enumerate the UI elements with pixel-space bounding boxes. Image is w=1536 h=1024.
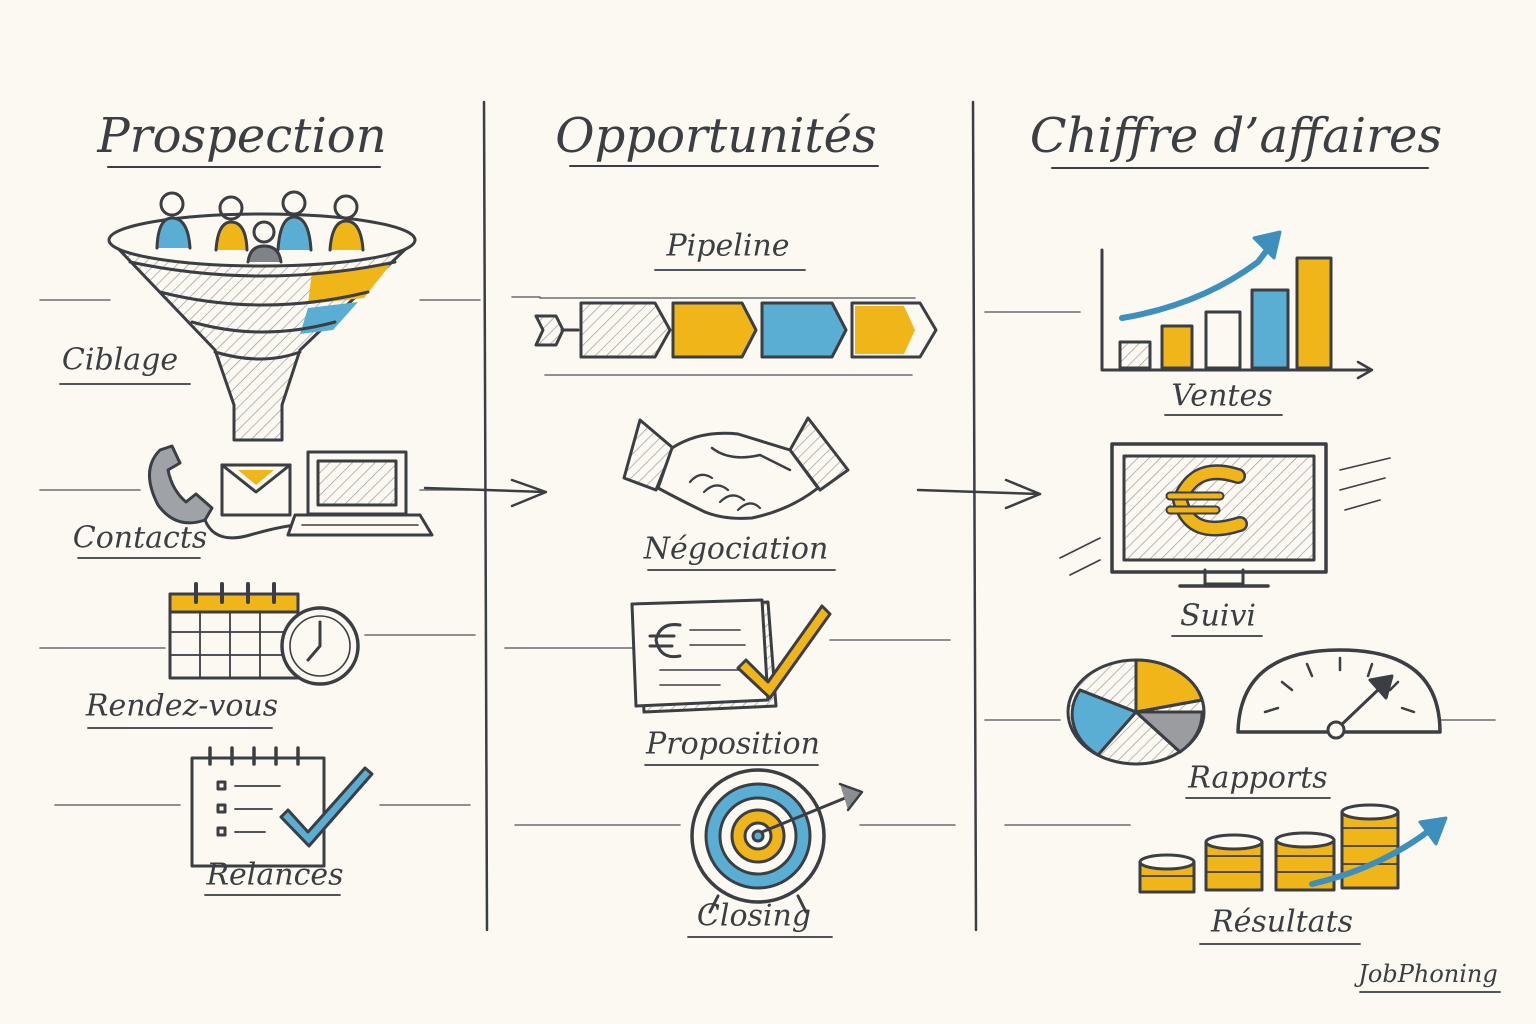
target-arrow-icon — [690, 768, 864, 914]
label-closing: Closing — [696, 898, 812, 934]
label-underlines — [59, 269, 1501, 993]
euro-monitor-icon — [1059, 442, 1391, 588]
pipeline-arrows-icon — [534, 301, 938, 359]
phone-mail-laptop-icon — [148, 444, 434, 540]
label-proposition: Proposition — [646, 726, 820, 762]
label-ventes: Ventes — [1171, 378, 1273, 414]
calendar-clock-icon — [168, 582, 360, 686]
pie-chart-gauge-icon — [1066, 648, 1442, 766]
label-suivi: Suivi — [1179, 598, 1257, 634]
column-dividers — [482, 100, 978, 932]
label-ciblage: Ciblage — [61, 342, 179, 378]
heading-chiffre-affaires: Chiffre d’affaires — [1029, 108, 1443, 164]
label-rapports: Rapports — [1188, 760, 1328, 796]
label-contacts: Contacts — [72, 520, 208, 556]
watermark-logo: JobPhoning — [1358, 960, 1498, 988]
heading-opportunites: Opportunités — [555, 108, 877, 164]
funnel-icon — [107, 190, 417, 442]
label-negociation: Négociation — [643, 531, 829, 567]
handshake-icon — [622, 416, 850, 520]
coin-stacks-icon — [1138, 803, 1448, 894]
label-resultats: Résultats — [1210, 904, 1354, 940]
label-rendez-vous: Rendez-vous — [85, 688, 279, 724]
growth-bar-chart-icon — [1100, 230, 1374, 380]
label-relances: Relances — [206, 857, 344, 893]
flow-arrow — [423, 478, 548, 508]
checklist-icon — [190, 746, 374, 868]
heading-underlines — [107, 165, 1429, 169]
flow-arrow — [916, 478, 1042, 510]
euro-document-check-icon — [630, 598, 832, 714]
label-pipeline: Pipeline — [666, 228, 790, 264]
row-guide-lines — [39, 296, 1496, 826]
heading-prospection: Prospection — [97, 108, 387, 164]
